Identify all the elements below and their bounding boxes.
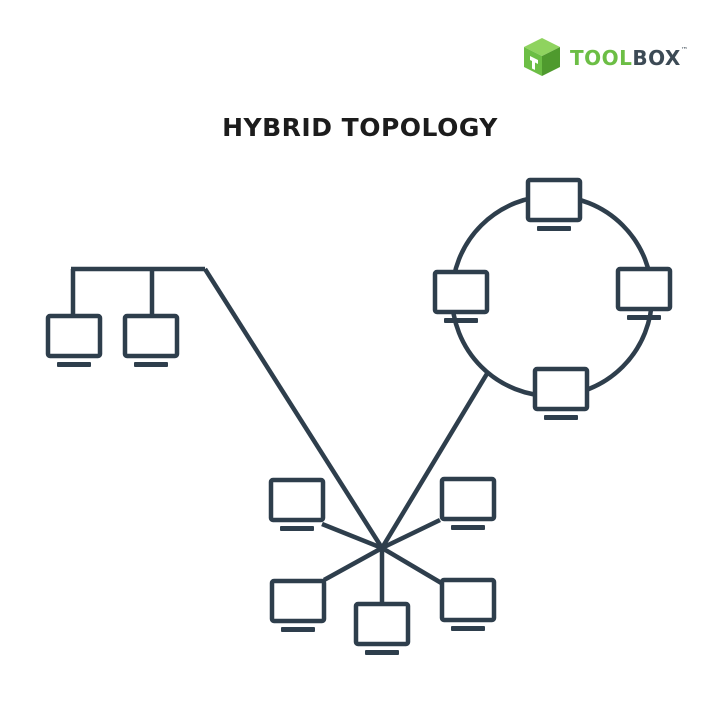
star-computer-top-left-icon bbox=[271, 480, 323, 531]
ring-computer-top-icon bbox=[528, 180, 580, 231]
ring-to-hub-link bbox=[380, 370, 490, 550]
wordmark-rest: BOX bbox=[632, 46, 681, 70]
toolbox-logo[interactable]: TOOLBOX™ bbox=[522, 36, 688, 78]
green-cube-logo-icon bbox=[524, 38, 560, 76]
star-spoke-1 bbox=[321, 521, 383, 551]
star-spoke-5 bbox=[380, 546, 445, 586]
star-computer-bottom-left-icon bbox=[272, 581, 324, 632]
bus-to-hub-link bbox=[203, 267, 384, 550]
ring-computer-right-icon bbox=[618, 269, 670, 320]
wordmark-accent: TOOL bbox=[570, 46, 633, 70]
page-title: HYBRID TOPOLOGY bbox=[222, 113, 498, 142]
star-spoke-2 bbox=[381, 517, 441, 551]
star-computer-bottom-right-icon bbox=[442, 580, 494, 631]
star-computer-bottom-center-icon bbox=[356, 604, 408, 655]
ring-computer-bottom-icon bbox=[535, 369, 587, 420]
trademark-mark: ™ bbox=[680, 46, 689, 54]
toolbox-wordmark: TOOLBOX™ bbox=[570, 46, 688, 70]
star-spoke-3 bbox=[322, 546, 384, 582]
bus-computer-1-icon bbox=[48, 316, 100, 367]
bus-computer-2-icon bbox=[125, 316, 177, 367]
ring-computer-left-icon bbox=[435, 272, 487, 323]
star-computer-top-right-icon bbox=[442, 479, 494, 530]
